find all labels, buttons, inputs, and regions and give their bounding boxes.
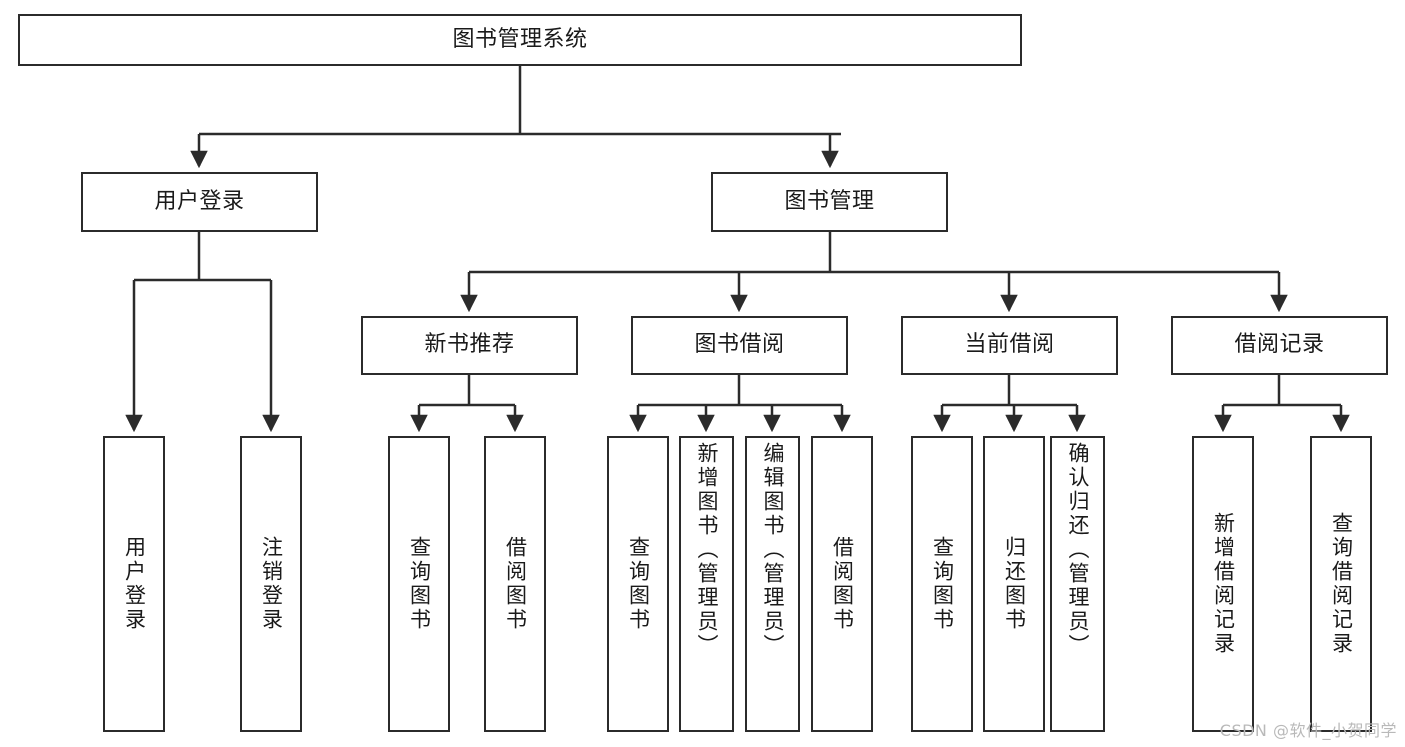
leaf-borrow-book-new[interactable]: 借阅图书 [484, 436, 546, 732]
node-book-management-label: 图书管理 [784, 188, 875, 214]
leaf-lend-book-label: 借阅图书 [830, 536, 855, 632]
leaf-query-book-new-label: 查询图书 [407, 536, 432, 632]
node-current-borrow-label: 当前借阅 [964, 332, 1055, 358]
leaf-confirm-return-admin-label: 确认归还（管理员） [1066, 442, 1090, 658]
leaf-lend-book[interactable]: 借阅图书 [811, 436, 873, 732]
leaf-logout-label: 注销登录 [259, 536, 284, 632]
node-book-management[interactable]: 图书管理 [711, 172, 948, 232]
node-root[interactable]: 图书管理系统 [18, 14, 1022, 66]
leaf-user-login[interactable]: 用户登录 [103, 436, 165, 732]
node-new-book-recommend-label: 新书推荐 [424, 332, 515, 358]
leaf-query-borrow-record-label: 查询借阅记录 [1329, 512, 1354, 656]
leaf-logout[interactable]: 注销登录 [240, 436, 302, 732]
leaf-query-book-current[interactable]: 查询图书 [911, 436, 973, 732]
leaf-query-book-borrow[interactable]: 查询图书 [607, 436, 669, 732]
leaf-add-borrow-record[interactable]: 新增借阅记录 [1192, 436, 1254, 732]
leaf-add-book-admin[interactable]: 新增图书（管理员） [679, 436, 734, 732]
leaf-add-book-admin-label: 新增图书（管理员） [695, 442, 719, 658]
node-book-borrow[interactable]: 图书借阅 [631, 316, 848, 375]
leaf-query-book-current-label: 查询图书 [930, 536, 955, 632]
leaf-return-book-label: 归还图书 [1002, 536, 1027, 632]
leaf-borrow-book-new-label: 借阅图书 [503, 536, 528, 632]
leaf-return-book[interactable]: 归还图书 [983, 436, 1045, 732]
leaf-confirm-return-admin[interactable]: 确认归还（管理员） [1050, 436, 1105, 732]
leaf-query-borrow-record[interactable]: 查询借阅记录 [1310, 436, 1372, 732]
leaf-query-book-borrow-label: 查询图书 [626, 536, 651, 632]
leaf-query-book-new[interactable]: 查询图书 [388, 436, 450, 732]
node-root-label: 图书管理系统 [452, 26, 588, 52]
leaf-add-borrow-record-label: 新增借阅记录 [1211, 512, 1236, 656]
node-book-borrow-label: 图书借阅 [694, 332, 785, 358]
leaf-user-login-label: 用户登录 [122, 536, 147, 632]
node-borrow-record[interactable]: 借阅记录 [1171, 316, 1388, 375]
leaf-edit-book-admin-label: 编辑图书（管理员） [761, 442, 785, 658]
node-current-borrow[interactable]: 当前借阅 [901, 316, 1118, 375]
leaf-edit-book-admin[interactable]: 编辑图书（管理员） [745, 436, 800, 732]
node-new-book-recommend[interactable]: 新书推荐 [361, 316, 578, 375]
node-user-login-label: 用户登录 [154, 188, 245, 214]
node-borrow-record-label: 借阅记录 [1234, 332, 1325, 358]
node-user-login[interactable]: 用户登录 [81, 172, 318, 232]
